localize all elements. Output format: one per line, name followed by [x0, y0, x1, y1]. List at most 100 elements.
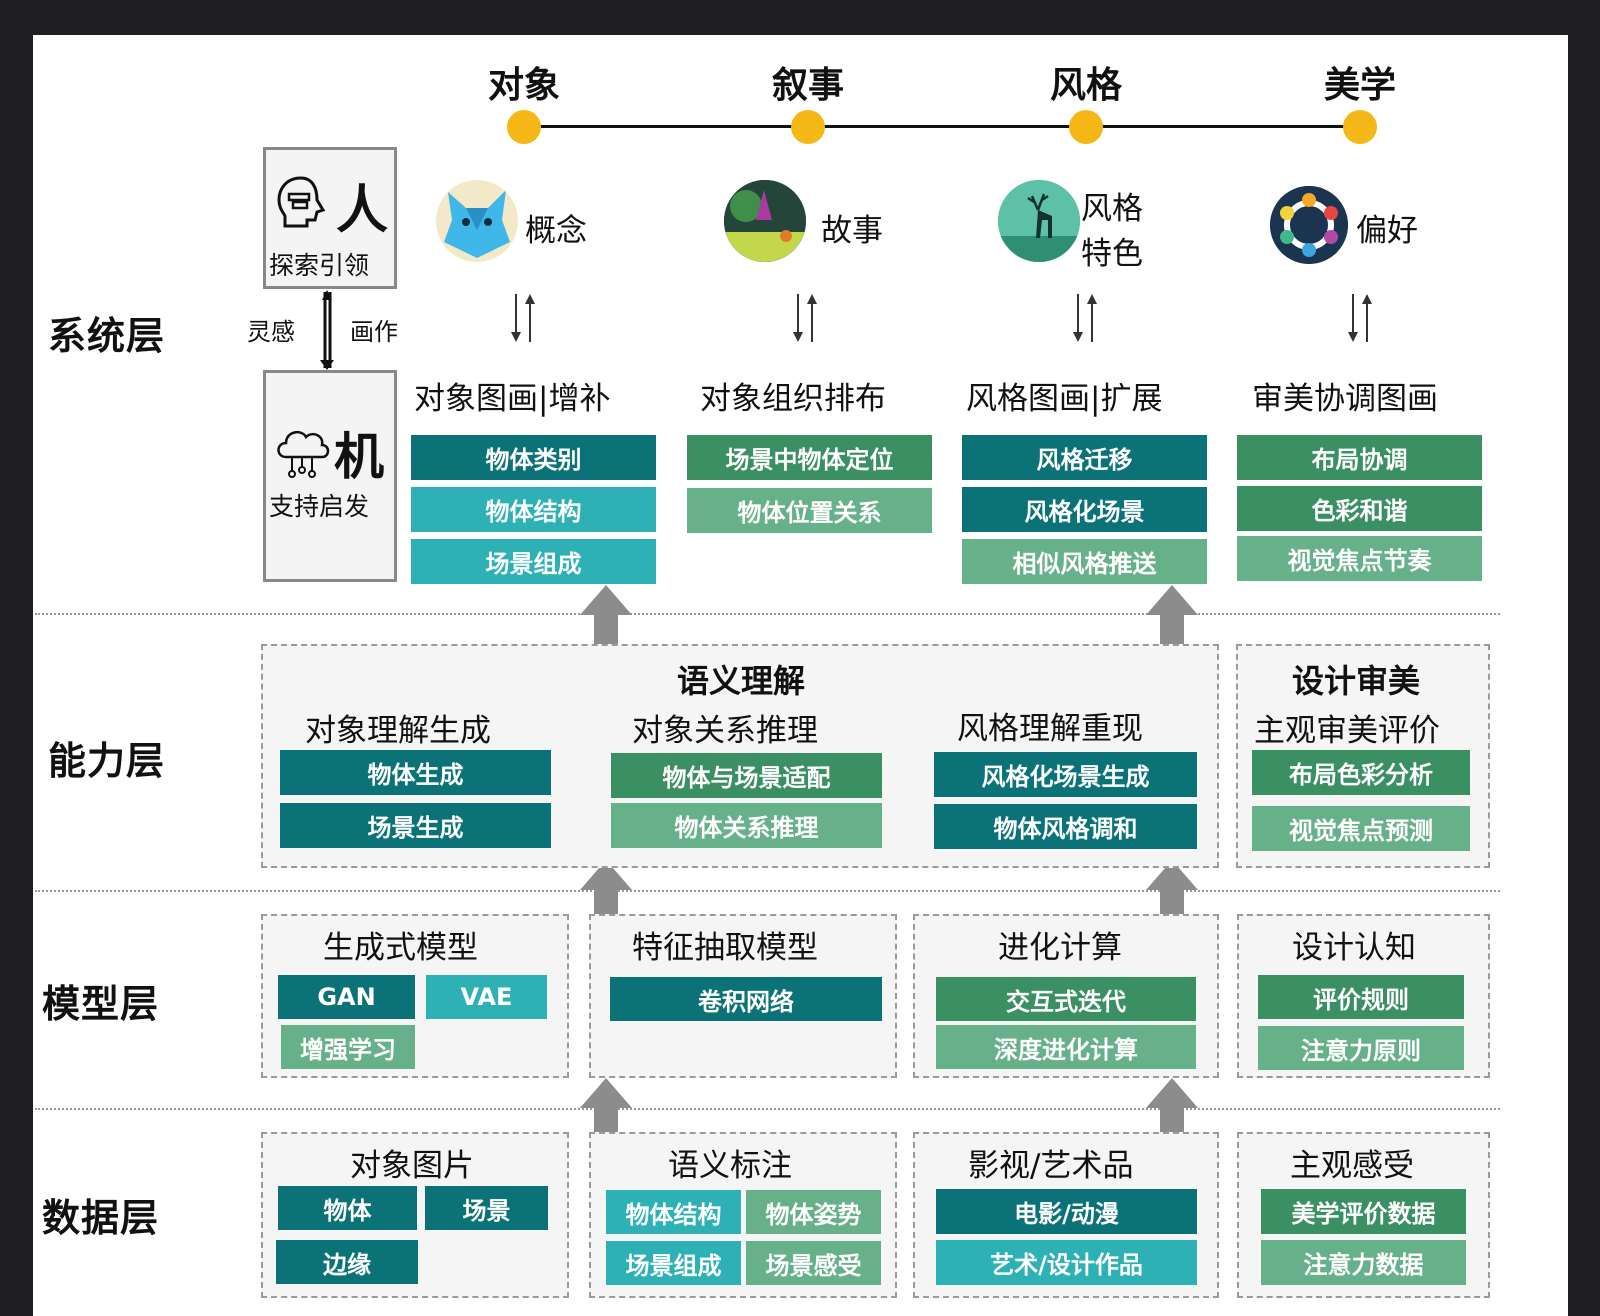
capability-box: 场景生成 — [280, 803, 551, 848]
concept-label-narrative: 故事 — [821, 213, 883, 249]
up-down-arrow-aesthetics — [1348, 294, 1372, 342]
model-group-title: 进化计算 — [998, 930, 1122, 966]
concept-label-object: 概念 — [525, 213, 587, 249]
data-box: 物体姿势 — [746, 1190, 881, 1234]
data-box: 物体 — [278, 1186, 417, 1230]
capability-box: 布局色彩分析 — [1252, 750, 1470, 795]
up-arrow — [580, 585, 632, 647]
layer-label-capability: 能力层 — [48, 739, 166, 783]
machine-box: 机 支持启发 — [263, 370, 397, 582]
data-box: 美学评价数据 — [1261, 1189, 1466, 1234]
up-down-arrow-object — [511, 294, 535, 342]
data-box: 场景 — [425, 1186, 548, 1230]
data-box: 场景感受 — [746, 1241, 881, 1285]
task-box: 物体类别 — [411, 435, 656, 480]
task-box: 布局协调 — [1237, 435, 1482, 480]
data-box: 物体结构 — [606, 1190, 741, 1234]
task-box: 物体结构 — [411, 487, 656, 532]
model-box: 卷积网络 — [610, 977, 882, 1021]
model-box: 增强学习 — [281, 1025, 415, 1069]
column-title-narrative: 叙事 — [771, 65, 844, 106]
model-box: VAE — [426, 975, 547, 1019]
data-group-title: 语义标注 — [668, 1148, 792, 1184]
concept-label-aesthetics: 偏好 — [1356, 213, 1418, 249]
layer-label-data: 数据层 — [42, 1196, 160, 1240]
model-box: 交互式迭代 — [936, 977, 1196, 1021]
function-title-style: 风格图画|扩展 — [966, 381, 1163, 417]
human-title: 人 — [336, 181, 389, 241]
timeline-dot-aesthetics — [1343, 110, 1377, 144]
up-arrow — [1146, 860, 1198, 922]
human-subtitle: 探索引领 — [269, 251, 370, 280]
function-title-object: 对象图画|增补 — [414, 381, 611, 417]
design-aesthetics-subtitle: 主观审美评价 — [1254, 713, 1440, 749]
layer-label-system: 系统层 — [48, 314, 166, 358]
capability-box: 物体与场景适配 — [611, 753, 882, 798]
task-box: 物体位置关系 — [687, 488, 932, 533]
model-group-title: 设计认知 — [1292, 930, 1416, 966]
model-box: GAN — [278, 975, 415, 1019]
data-box: 艺术/设计作品 — [936, 1240, 1197, 1285]
cloud-network-icon — [277, 430, 330, 478]
bidirectional-arrow — [320, 290, 334, 370]
task-box: 视觉焦点节奏 — [1237, 536, 1482, 581]
concept-label-style-line2: 特色 — [1081, 236, 1143, 272]
layer-label-model: 模型层 — [42, 982, 160, 1026]
layer-separator — [35, 1108, 1500, 1110]
task-box: 场景中物体定位 — [687, 435, 932, 480]
deer-icon — [998, 180, 1080, 262]
function-title-aesthetics: 审美协调图画 — [1252, 381, 1438, 417]
human-head-icon — [277, 176, 326, 228]
data-box: 边缘 — [276, 1240, 418, 1284]
concept-label-style-line1: 风格 — [1081, 191, 1143, 227]
timeline-dot-narrative — [791, 110, 825, 144]
semantic-understanding-title: 语义理解 — [677, 662, 806, 700]
up-arrow — [580, 1078, 632, 1140]
model-box: 深度进化计算 — [936, 1025, 1196, 1069]
model-group-title: 生成式模型 — [323, 930, 478, 966]
timeline-dot-object — [507, 110, 541, 144]
up-arrow — [1146, 1078, 1198, 1140]
model-group-title: 特征抽取模型 — [632, 930, 818, 966]
layer-separator — [35, 613, 1500, 615]
task-box: 风格迁移 — [962, 435, 1207, 480]
data-group-title: 主观感受 — [1290, 1148, 1414, 1184]
link-label-artwork: 画作 — [350, 318, 398, 346]
design-aesthetics-title: 设计审美 — [1292, 662, 1421, 700]
task-box: 相似风格推送 — [962, 539, 1207, 584]
color-wheel-icon — [1270, 186, 1348, 264]
model-box: 注意力原则 — [1258, 1026, 1464, 1070]
timeline-dot-style — [1069, 110, 1103, 144]
data-group-title: 影视/艺术品 — [968, 1148, 1134, 1184]
capability-box: 物体生成 — [280, 750, 551, 795]
capability-group-title: 对象关系推理 — [632, 713, 818, 749]
capability-box: 物体风格调和 — [934, 804, 1197, 849]
up-arrow — [1146, 585, 1198, 647]
forest-scene-icon — [724, 180, 806, 262]
capability-box: 物体关系推理 — [611, 803, 882, 848]
timeline-line — [524, 125, 1360, 128]
data-box: 场景组成 — [606, 1241, 741, 1285]
task-box: 色彩和谐 — [1237, 486, 1482, 531]
function-title-narrative: 对象组织排布 — [700, 381, 886, 417]
capability-group-title: 对象理解生成 — [305, 713, 491, 749]
column-title-style: 风格 — [1049, 65, 1122, 106]
up-down-arrow-style — [1073, 294, 1097, 342]
human-box: 人 探索引领 — [263, 147, 397, 289]
column-title-object: 对象 — [487, 65, 560, 106]
cat-icon — [436, 180, 518, 262]
capability-group-title: 风格理解重现 — [957, 711, 1143, 747]
task-box: 场景组成 — [411, 539, 656, 584]
link-label-inspiration: 灵感 — [247, 318, 295, 346]
up-arrow — [580, 860, 632, 922]
data-box: 注意力数据 — [1261, 1240, 1466, 1285]
layer-separator — [35, 890, 1500, 892]
model-box: 评价规则 — [1258, 975, 1464, 1019]
column-title-aesthetics: 美学 — [1323, 65, 1396, 106]
data-group-title: 对象图片 — [350, 1148, 474, 1184]
up-down-arrow-narrative — [793, 294, 817, 342]
capability-box: 风格化场景生成 — [934, 752, 1197, 797]
capability-box: 视觉焦点预测 — [1252, 806, 1470, 851]
data-box: 电影/动漫 — [936, 1189, 1197, 1234]
task-box: 风格化场景 — [962, 487, 1207, 532]
